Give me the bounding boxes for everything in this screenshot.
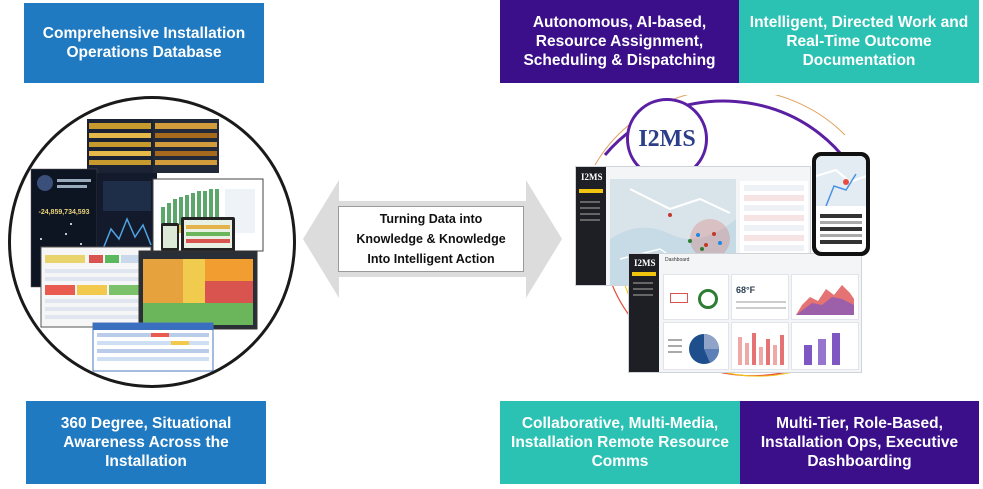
bar-chart-purple	[804, 333, 840, 365]
map-screen-logo: I2MS	[581, 172, 603, 182]
center-line-2: Knowledge & Knowledge	[356, 232, 506, 246]
box-operations-database-text: Comprehensive Installation Operations Da…	[42, 25, 246, 61]
arrow-left-icon	[303, 180, 339, 298]
box-remote-comms: Collaborative, Multi-Media, Installation…	[500, 401, 740, 484]
pie-chart	[668, 334, 720, 364]
left-collage-circle: -24,859,734,593	[8, 96, 296, 388]
dashboard-temp: 68°F	[736, 285, 756, 295]
mobile-phone	[812, 152, 870, 256]
center-statement: Turning Data into Knowledge & Knowledge …	[338, 206, 524, 272]
dashboard-screen: I2MS Dashboard 68°F	[628, 253, 862, 373]
box-situational-awareness-text: 360 Degree, Situational Awareness Across…	[60, 415, 232, 470]
box-directed-work: Intelligent, Directed Work and Real-Time…	[739, 0, 979, 83]
collage-big-number: -24,859,734,593	[39, 209, 90, 216]
arrow-right-icon	[526, 180, 562, 298]
box-resource-assignment: Autonomous, AI-based, Resource Assignmen…	[500, 0, 739, 83]
dashboard-title: Dashboard	[665, 257, 690, 263]
dashboard-collage-image: -24,859,734,593	[30, 119, 264, 372]
center-line-3: Into Intelligent Action	[367, 252, 495, 266]
dashboard-screen-logo: I2MS	[634, 258, 656, 268]
i2ms-logo-text: I2MS	[638, 125, 696, 152]
box-resource-assignment-text: Autonomous, AI-based, Resource Assignmen…	[523, 14, 716, 69]
box-remote-comms-text: Collaborative, Multi-Media, Installation…	[511, 415, 729, 470]
phone-map	[816, 156, 866, 207]
box-executive-dashboarding-text: Multi-Tier, Role-Based, Installation Ops…	[760, 415, 959, 470]
box-directed-work-text: Intelligent, Directed Work and Real-Time…	[749, 14, 969, 69]
box-executive-dashboarding: Multi-Tier, Role-Based, Installation Ops…	[740, 401, 979, 484]
box-operations-database: Comprehensive Installation Operations Da…	[24, 3, 264, 83]
area-chart	[796, 285, 854, 315]
box-situational-awareness: 360 Degree, Situational Awareness Across…	[26, 401, 266, 484]
bar-chart-pink	[738, 333, 784, 365]
center-line-1: Turning Data into	[379, 212, 483, 226]
